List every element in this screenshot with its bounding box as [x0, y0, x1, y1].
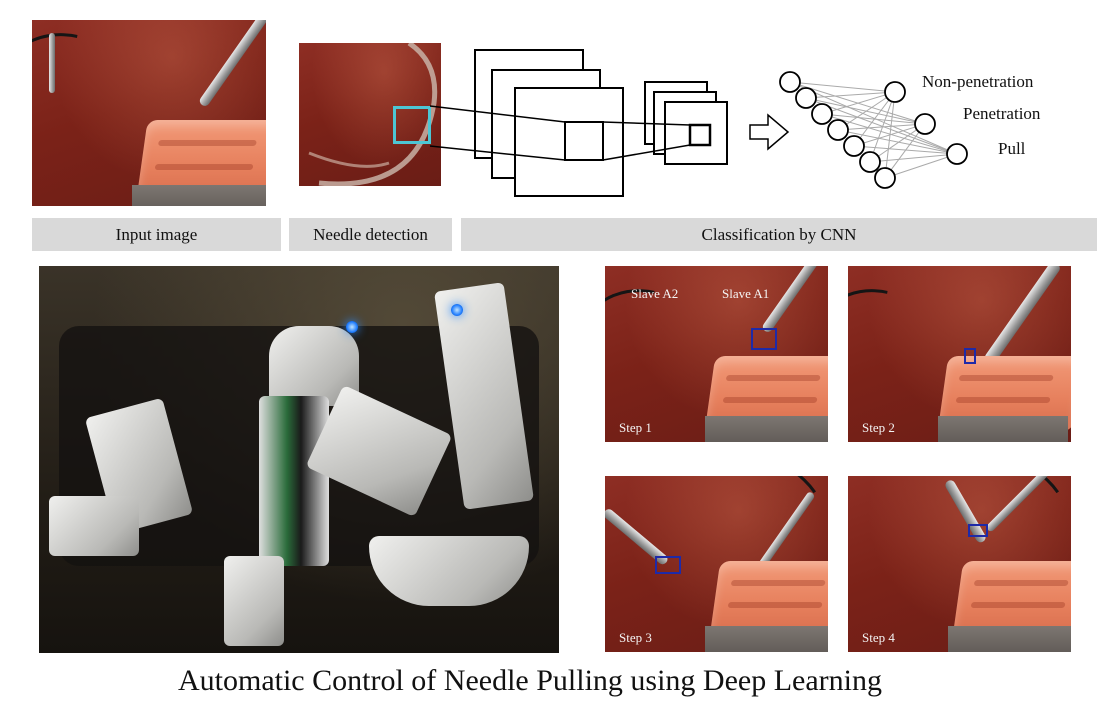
cnn-classification-label: Classification by CNN	[461, 218, 1097, 251]
step-3-label: Step 3	[619, 630, 652, 645]
blue-led-2	[451, 304, 463, 316]
step-4-label: Step 4	[862, 630, 895, 645]
class-label-non-penetration: Non-penetration	[922, 72, 1034, 91]
needle-detection-photo	[299, 43, 441, 186]
conv-kernel-2	[688, 123, 712, 147]
needle-detection-box	[968, 524, 988, 537]
conv-kernel-1	[564, 121, 604, 161]
needle-detection-label: Needle detection	[289, 218, 452, 251]
needle-roi-box	[393, 106, 431, 144]
slave-a1-label: Slave A1	[722, 286, 770, 301]
class-label-pull: Pull	[998, 139, 1026, 158]
cnn-diagram	[430, 49, 968, 197]
needle-detection-box	[751, 328, 777, 350]
slave-a2-label: Slave A2	[631, 286, 679, 301]
input-image-label: Input image	[32, 218, 281, 251]
surgical-robot-photo	[39, 266, 559, 653]
arrow-icon	[749, 113, 790, 151]
step-2-photo: Step 2	[848, 266, 1071, 442]
step-1-label: Step 1	[619, 420, 652, 435]
needle-detection-box	[655, 556, 681, 574]
step-4-photo: Step 4	[848, 476, 1071, 652]
step-1-photo: Slave A2 Slave A1 Step 1	[605, 266, 828, 442]
class-label-penetration: Penetration	[963, 104, 1041, 123]
input-image-photo	[32, 20, 266, 206]
step-3-photo: Step 3	[605, 476, 828, 652]
blue-led-1	[346, 321, 358, 333]
needle-detection-box	[964, 348, 976, 364]
step-2-label: Step 2	[862, 420, 895, 435]
figure-caption: Automatic Control of Needle Pulling usin…	[177, 664, 883, 697]
